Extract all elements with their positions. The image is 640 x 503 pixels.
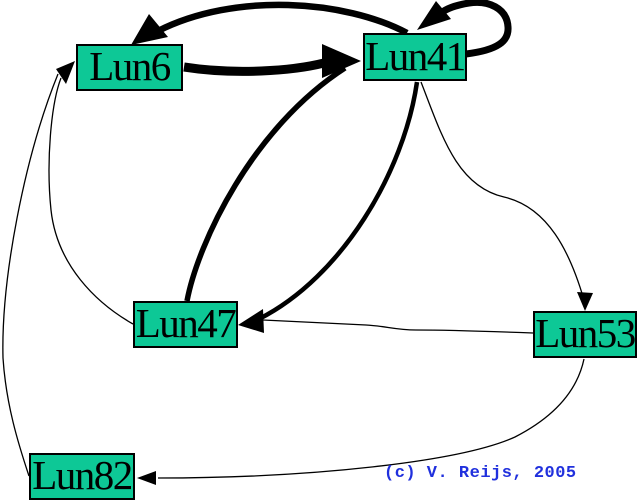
- arrowhead: [56, 61, 75, 84]
- edge-lun41-to-lun53: [420, 81, 593, 311]
- copyright-text: (c) V. Reijs, 2005: [384, 464, 577, 483]
- node-lun82: Lun82: [29, 453, 135, 500]
- node-lun41-label: Lun41: [365, 32, 466, 79]
- node-lun41: Lun41: [363, 33, 467, 81]
- edge-lun6-to-lun41: [183, 44, 361, 78]
- node-lun53: Lun53: [533, 311, 637, 358]
- edge-lun47-to-lun6: [48, 61, 134, 325]
- node-lun53-label: Lun53: [535, 310, 636, 356]
- arrowhead: [322, 44, 361, 78]
- edge-lun53-to-lun47: [262, 319, 534, 334]
- edge-lun53-to-lun82: [137, 358, 585, 485]
- edge-lun41-self-loop: [417, 0, 512, 58]
- node-lun6-label: Lun6: [89, 43, 171, 89]
- node-lun47-label: Lun47: [135, 300, 237, 346]
- edge-lun47-to-lun41: [184, 65, 347, 302]
- arrowhead: [137, 471, 156, 485]
- node-lun82-label: Lun82: [32, 452, 133, 498]
- arrowhead: [417, 1, 451, 30]
- edge-lun41-to-lun47: [238, 81, 420, 333]
- edge-lun82-to-lun6: [2, 73, 59, 477]
- arrowhead: [238, 309, 264, 333]
- arrowhead: [131, 14, 168, 45]
- node-lun6: Lun6: [76, 44, 183, 91]
- node-lun47: Lun47: [133, 301, 238, 348]
- edge-lun41-to-lun6: [131, 1, 409, 45]
- arrowhead: [577, 292, 593, 311]
